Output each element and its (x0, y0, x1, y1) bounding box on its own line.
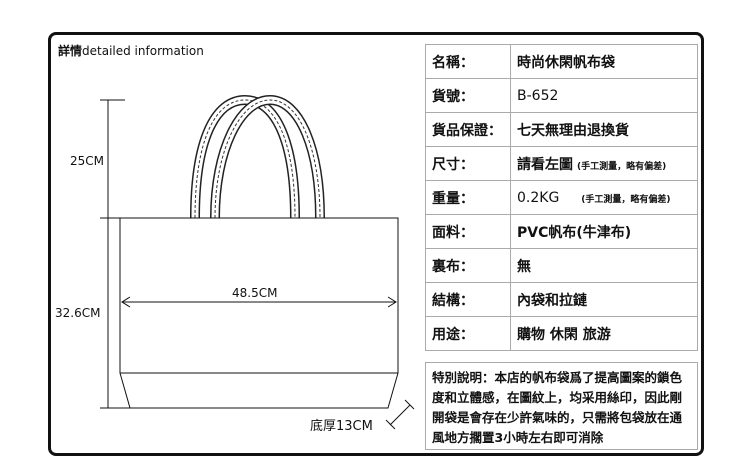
spec-label: 裏布： (425, 248, 511, 283)
spec-note: (手工測量，略有偏差) (581, 194, 671, 205)
spec-value: 內袋和拉鏈 (510, 282, 698, 317)
spec-value: PVC帆布(牛津布) (510, 214, 698, 249)
spec-row: 結構： 內袋和拉鏈 (425, 282, 698, 317)
outer-frame (48, 32, 704, 456)
spec-label: 貨品保證： (425, 112, 511, 147)
width-label: 48.5CM (232, 286, 278, 300)
spec-value-text: 無 (517, 258, 531, 275)
spec-row: 面料： PVC帆布(牛津布) (425, 214, 698, 249)
spec-value-text: 購物 休閑 旅游 (517, 326, 611, 343)
spec-row: 裏布： 無 (425, 248, 698, 283)
bottom-depth-label: 底厚13CM (310, 419, 373, 434)
spec-value-text: 請看左圖 (517, 156, 573, 173)
spec-row: 尺寸： 請看左圖 (手工測量，略有偏差) (425, 146, 698, 181)
spec-value-text: 內袋和拉鏈 (517, 292, 587, 309)
spec-note: (手工測量，略有偏差) (577, 161, 667, 172)
section-title: 詳情detailed information (58, 42, 204, 59)
spec-table: 名稱： 時尚休閑帆布袋貨號： B-652 貨品保證： 七天無理由退換貨尺寸： 請看左圖 (手… (425, 44, 698, 351)
spec-label: 用途： (425, 316, 511, 351)
title-en: detailed information (82, 44, 204, 58)
spec-value: 購物 休閑 旅游 (510, 316, 698, 351)
title-cn: 詳情 (58, 44, 83, 58)
spec-value: 無 (510, 248, 698, 283)
spec-row: 重量： 0.2KG (手工測量，略有偏差) (425, 180, 698, 215)
spec-label: 名稱： (425, 44, 511, 79)
spec-value-text: B-652 (517, 87, 559, 104)
spec-label: 尺寸： (425, 146, 511, 181)
spec-value: 時尚休閑帆布袋 (510, 44, 698, 79)
spec-value-text: PVC帆布(牛津布) (517, 224, 632, 241)
spec-value: 七天無理由退換貨 (510, 112, 698, 147)
spec-value: 請看左圖 (手工測量，略有偏差) (510, 146, 698, 181)
spec-row: 用途： 購物 休閑 旅游 (425, 316, 698, 351)
spec-value: 0.2KG (手工測量，略有偏差) (510, 180, 698, 215)
handle-height-label: 25CM (70, 154, 105, 168)
spec-row: 貨品保證： 七天無理由退換貨 (425, 112, 698, 147)
spec-label: 結構： (425, 282, 511, 317)
spec-value-text: 時尚休閑帆布袋 (517, 54, 615, 71)
special-note: 特別說明：本店的帆布袋爲了提高圖案的鎖色度和立體感，在圖紋上，均采用絲印，因此剛… (425, 362, 698, 450)
spec-value: B-652 (510, 78, 698, 113)
spec-row: 名稱： 時尚休閑帆布袋 (425, 44, 698, 79)
spec-label: 面料： (425, 214, 511, 249)
spec-value-text: 0.2KG (517, 189, 560, 206)
bag-height-label: 32.6CM (55, 306, 101, 320)
spec-label: 貨號： (425, 78, 511, 113)
spec-value-text: 七天無理由退換貨 (517, 122, 629, 139)
spec-row: 貨號： B-652 (425, 78, 698, 113)
spec-label: 重量： (425, 180, 511, 215)
